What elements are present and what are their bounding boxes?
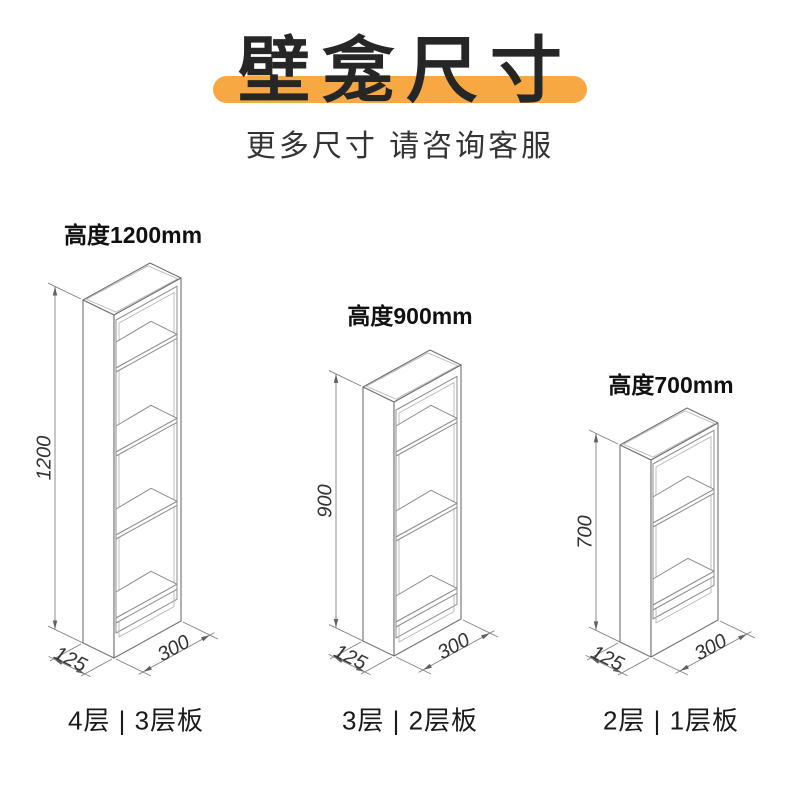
title-highlight-bar bbox=[213, 76, 587, 103]
niche1-height-dimension: 1200 bbox=[33, 435, 56, 481]
niche3-caption: 2层 | 1层板 bbox=[602, 705, 740, 736]
niche1-caption: 4层 | 3层板 bbox=[67, 705, 205, 736]
niche3-height-label: 高度700mm bbox=[608, 372, 734, 398]
niche1-height-label: 高度1200mm bbox=[63, 222, 203, 248]
niche2-caption: 3层 | 2层板 bbox=[341, 705, 479, 736]
niche2-height-dimension: 900 bbox=[314, 484, 337, 518]
niche-drawing-3 bbox=[585, 407, 756, 677]
niche3-height-dimension: 700 bbox=[574, 515, 597, 549]
niche-drawing-2 bbox=[328, 349, 499, 676]
niche-drawing-1 bbox=[47, 262, 219, 678]
niche2-height-label: 高度900mm bbox=[347, 303, 473, 329]
page-subtitle: 更多尺寸 请咨询客服 bbox=[245, 130, 555, 163]
page-title: 壁龛尺寸 bbox=[237, 31, 575, 112]
